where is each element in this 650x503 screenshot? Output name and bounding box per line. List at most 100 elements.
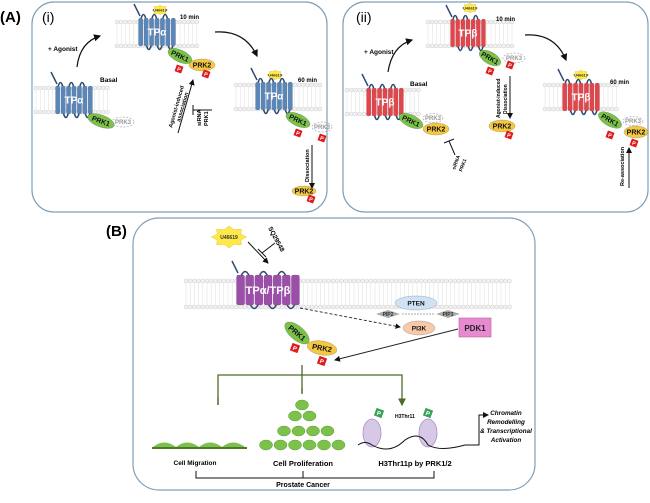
transmembrane-helix: [271, 81, 277, 111]
lipid-head: [225, 304, 231, 310]
agonist-star-icon: [151, 4, 169, 16]
transmembrane-helix: [159, 17, 165, 47]
lipid-head: [357, 87, 362, 93]
lipid-head: [334, 278, 340, 284]
prk3-basal-ii: PRK3: [422, 113, 444, 123]
lipid-head: [196, 304, 201, 310]
lipid-head: [238, 304, 243, 310]
transmembrane-helix: [165, 17, 171, 47]
lipid-head: [292, 82, 298, 88]
lipid-head: [300, 106, 306, 112]
lipid-head: [187, 304, 193, 310]
lipid-head: [389, 304, 395, 310]
lipid-head: [439, 304, 445, 310]
lipid-head: [355, 278, 361, 284]
lipid-head: [309, 278, 315, 284]
lipid-head: [181, 43, 187, 49]
lipid-head: [330, 304, 336, 310]
lipid-head: [364, 304, 369, 310]
prk2-b-label: PRK2: [311, 342, 332, 354]
lipid-head: [305, 106, 310, 112]
lipid-head: [118, 19, 124, 25]
prk2-b: PRK2: [306, 340, 338, 356]
prk1-60min-i-shape: [285, 111, 311, 129]
n-terminus-tail: [361, 73, 369, 87]
lipid-head: [204, 304, 210, 310]
transmembrane-helix: [138, 17, 144, 47]
lipid-head: [118, 43, 124, 49]
phosphate-label: P: [487, 69, 493, 76]
lipid-head: [601, 106, 607, 112]
h3thr11p-label: H3Thr11p by PRK1/2: [378, 459, 451, 468]
prk3-10min-ii-shape: [502, 52, 526, 64]
lipid-head: [551, 82, 556, 88]
lipid-head: [494, 278, 500, 284]
phosphate-square: [629, 138, 639, 148]
prk1-b-shape: [284, 321, 310, 345]
lipid-head: [96, 109, 102, 115]
lipid-head: [114, 43, 120, 49]
receptor-basal-ii: TPβ: [361, 73, 404, 121]
transmembrane-helix: [263, 274, 273, 306]
agonist-label-i: + Agonist: [48, 46, 78, 53]
pten-label: PTEN: [407, 300, 425, 307]
lipid-head: [225, 278, 231, 284]
lipid-head: [246, 106, 251, 112]
lipid-head: [194, 43, 200, 49]
lipid-head: [208, 278, 214, 284]
lipid-head: [429, 19, 435, 25]
lipid-head: [481, 278, 487, 284]
transmembrane-helix: [149, 17, 155, 47]
lipid-head: [427, 278, 432, 284]
receptor-60min-i-label: TPα: [265, 92, 285, 103]
phosphate-icon: P: [293, 128, 303, 138]
lipid-head: [411, 87, 417, 93]
pip2-label: PIP2: [383, 312, 394, 318]
transmembrane-helix: [272, 274, 282, 306]
cell: [331, 439, 346, 451]
lipid-head: [551, 106, 556, 112]
cell: [288, 439, 302, 451]
agonist-star-icon: [266, 69, 284, 81]
lipid-head: [322, 278, 327, 284]
lipid-head: [259, 304, 264, 310]
lipid-head: [344, 87, 350, 93]
panel-label-ii: (ii): [356, 9, 372, 25]
nucleosome: [362, 418, 382, 448]
prk1-basal-i: PRK1: [87, 113, 115, 129]
ligand-10min-ii-label: U46619: [463, 5, 478, 10]
phosphate-icon: P: [505, 60, 515, 70]
receptor-basal-i-label: TPα: [65, 96, 85, 107]
ligand-b: U46619: [210, 225, 248, 249]
lipid-head: [353, 87, 358, 93]
ligand-10min-ii: U46619: [461, 2, 479, 14]
sirna-label-i: siRNA: [197, 109, 203, 126]
lipid-head: [339, 278, 344, 284]
prk2-10min-i: PRK2: [188, 58, 216, 72]
lipid-head: [42, 85, 47, 91]
cell: [291, 425, 306, 437]
lipid-head: [183, 304, 189, 310]
lipid-head: [452, 278, 458, 284]
prk2-basal-ii: PRK2: [422, 122, 450, 136]
lipid-head: [237, 106, 243, 112]
reassociation-label-ii: Re-association: [620, 146, 626, 186]
lipid-head: [229, 278, 235, 284]
phosphate-icon: P: [317, 133, 327, 143]
lipid-head: [305, 304, 311, 310]
lipid-head: [46, 109, 51, 115]
lipid-head: [502, 278, 508, 284]
lipid-head: [477, 304, 483, 310]
lipid-head: [131, 43, 137, 49]
lipid-head: [347, 304, 353, 310]
phosphate-square: [373, 407, 385, 419]
lipid-head: [609, 106, 615, 112]
panel-label-i: (i): [42, 9, 54, 25]
lipid-head: [361, 111, 367, 117]
lipid-head: [123, 19, 128, 25]
lipid-head: [439, 278, 445, 284]
prk3-basal-i-label: PRK3: [115, 120, 132, 126]
cell: [259, 439, 273, 451]
phosphate-square: [505, 60, 515, 70]
transmembrane-helix: [254, 274, 264, 306]
